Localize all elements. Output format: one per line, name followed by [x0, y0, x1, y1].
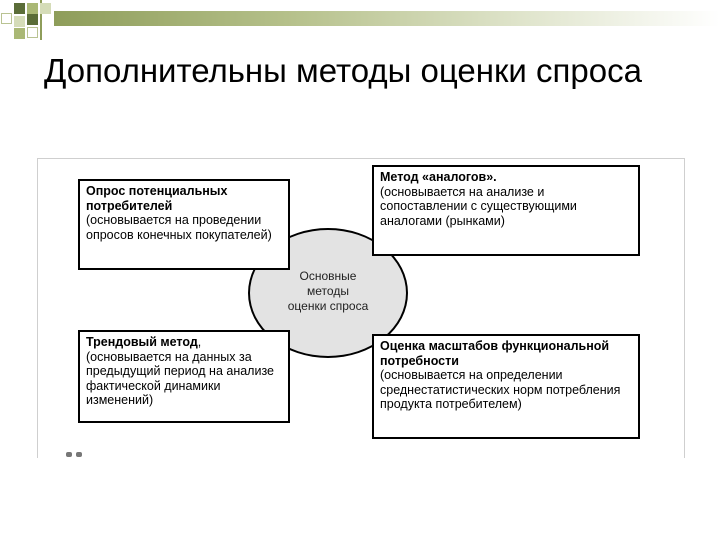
diagram-frame	[37, 158, 685, 458]
method-box-heading-comma: ,	[197, 335, 202, 349]
method-box-trend: Трендовый метод, (основывается на данных…	[78, 330, 290, 423]
method-box-analogs: Метод «аналогов». (основывается на анали…	[372, 165, 640, 256]
center-label-line: методы	[307, 284, 349, 298]
method-box-functional-need: Оценка масштабов функциональной потребно…	[372, 334, 640, 439]
cropped-footnote-mark	[66, 452, 90, 458]
deco-square	[27, 14, 38, 25]
deco-square	[27, 27, 38, 38]
method-box-description: (основывается на данных за предыдущий пе…	[86, 349, 274, 408]
method-box-heading: Метод «аналогов».	[380, 170, 497, 184]
deco-square	[27, 3, 38, 14]
slide-decoration	[0, 0, 720, 40]
deco-square	[14, 28, 25, 39]
center-label-line: Основные	[299, 269, 357, 283]
deco-square	[14, 16, 25, 27]
deco-square	[1, 13, 12, 24]
header-vertical-line	[40, 0, 42, 40]
method-box-heading: Трендовый метод	[86, 335, 198, 349]
method-box-description: (основывается на анализе и сопоставлении…	[380, 184, 577, 228]
method-box-consumer-survey: Опрос потенциальных потребителей (основы…	[78, 179, 290, 270]
method-box-heading: Оценка масштабов функциональной потребно…	[380, 339, 610, 368]
deco-square	[14, 3, 25, 14]
method-box-description: (основывается на проведении опросов коне…	[86, 213, 272, 242]
header-gradient-band	[54, 11, 720, 26]
deco-square	[40, 3, 51, 14]
method-box-heading: Опрос потенциальных потребителей	[86, 184, 228, 213]
center-label: Основные методы оценки спроса	[262, 269, 394, 314]
center-label-line: оценки спроса	[287, 299, 369, 313]
slide-title: Дополнительны методы оценки спроса	[44, 52, 642, 89]
method-box-description: (основывается на определении среднестати…	[380, 368, 621, 411]
